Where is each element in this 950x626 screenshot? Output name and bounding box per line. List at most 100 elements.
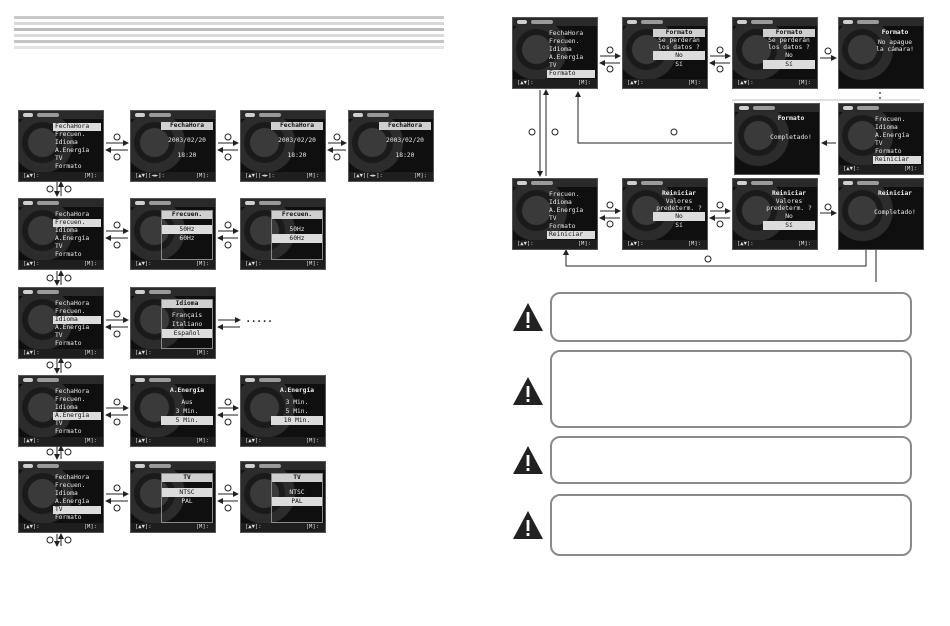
question-line: los datos ? — [658, 44, 700, 51]
option-row: 5 Min. — [161, 416, 213, 425]
menu-item: TV — [55, 420, 63, 427]
warning-note-3 — [512, 436, 912, 484]
bottom-hint: [M]: — [577, 80, 591, 86]
bottom-hint: [▲▼]: — [517, 241, 534, 247]
menu-item: A.Energía — [55, 498, 90, 505]
panel-title: Formato — [777, 115, 805, 122]
menu-item: Formato — [55, 251, 82, 258]
option-row: No — [785, 52, 793, 59]
menu-item: TV — [875, 140, 883, 147]
bottom-hint: [▲▼]: — [245, 438, 262, 444]
menu-item: Idioma — [875, 124, 898, 131]
screen-tv-2: TV NTSC PAL [▲▼]:[M]: — [240, 461, 326, 533]
warning-icon — [513, 303, 543, 331]
menu-item: TV — [53, 506, 101, 514]
bottom-hint: [M]: — [797, 241, 811, 247]
option-row: 50Hz — [289, 226, 305, 233]
question-line: predeterm. ? — [766, 205, 812, 212]
panel-title: FechaHora — [379, 122, 431, 130]
menu-item: A.Energía — [53, 412, 101, 420]
option-row: No — [653, 212, 705, 221]
bottom-hint: [M]: — [305, 261, 319, 267]
panel-title: A.Energía — [279, 387, 315, 394]
panel-title: Formato — [881, 29, 909, 36]
bottom-hint: [▲▼]: — [135, 350, 152, 356]
menu-item: A.Energía — [55, 147, 90, 154]
option-row: NTSC — [162, 488, 212, 497]
screen-reiniciar-confirm-si: Reiniciar Valores predeterm. ? No Sí [▲▼… — [732, 178, 818, 250]
bottom-hint: [M]: — [687, 241, 701, 247]
option-row: 10 Min. — [271, 416, 323, 425]
option-row: PAL — [181, 498, 193, 505]
menu-item: FechaHora — [549, 30, 584, 37]
warning-box — [550, 292, 912, 342]
menu-item: Formato — [55, 514, 82, 521]
screen-reiniciar-confirm-no: Reiniciar Valores predeterm. ? No Sí [▲▼… — [622, 178, 708, 250]
date-value: 2003/02/20 — [386, 137, 424, 144]
menu-item: Formato — [547, 70, 595, 78]
option-row: Sí — [675, 61, 683, 68]
menu-item: Idioma — [55, 490, 78, 497]
option-row: Aus — [181, 399, 193, 406]
bottom-hint: [▲▼][◄►]: — [245, 173, 275, 179]
section-header-bar — [14, 14, 444, 54]
menu-item: Frecuen. — [549, 191, 580, 198]
bottom-hint: [M]: — [305, 438, 319, 444]
screen-fechahora-3: FechaHora 2003/02/20 18:20 [▲▼][◄►]:[M]: — [348, 110, 434, 182]
menu-item: TV — [55, 243, 63, 250]
panel-title: A.Energía — [169, 387, 205, 394]
menu-item: Idioma — [55, 227, 78, 234]
date-value: 2003/02/20 — [168, 137, 206, 144]
bottom-hint: [▲▼]: — [737, 241, 754, 247]
panel-title: Formato — [653, 29, 705, 37]
menu-item: Reiniciar — [873, 156, 921, 164]
menu-item: Formato — [55, 428, 82, 435]
bottom-hint: [▲▼]: — [627, 80, 644, 86]
bottom-hint: [M]: — [797, 80, 811, 86]
screen-menu-reiniciar: Frecuen. Idioma A.Energía TV Formato Rei… — [512, 178, 598, 250]
panel-title: Frecuen. — [272, 211, 322, 219]
warning-note-2 — [512, 350, 912, 428]
menu-item: Frecuen. — [53, 219, 101, 227]
question-line: Se perderán — [768, 37, 810, 44]
bottom-hint: [M]: — [83, 438, 97, 444]
panel-title: FechaHora — [161, 122, 213, 130]
menu-item: TV — [549, 215, 557, 222]
menu-item: TV — [549, 62, 557, 69]
screen-menu-energia: FechaHora Frecuen. Idioma A.Energía TV F… — [18, 375, 104, 447]
bottom-hint: [M]: — [577, 241, 591, 247]
menu-item: Formato — [55, 163, 82, 170]
bottom-hint: [▲▼]: — [517, 80, 534, 86]
question-line: Valores — [665, 198, 693, 205]
bottom-hint: [M]: — [83, 261, 97, 267]
menu-item: Idioma — [53, 316, 101, 324]
menu-item: Reiniciar — [547, 231, 595, 239]
bottom-hint: [M]: — [195, 438, 209, 444]
menu-item: TV — [55, 155, 63, 162]
warning-note-4 — [512, 494, 912, 556]
panel-title: Formato — [763, 29, 815, 37]
bottom-hint: [M]: — [195, 524, 209, 530]
menu-item: Formato — [875, 148, 902, 155]
option-row: No — [653, 51, 705, 60]
screen-menu-formato: FechaHora Frecuen. Idioma A.Energía TV F… — [512, 17, 598, 89]
screen-formato-warning: Formato No apague la cámara! — [838, 17, 924, 89]
option-row: 60Hz — [272, 234, 322, 243]
time-value: 18:20 — [287, 152, 307, 159]
warning-icon — [513, 377, 543, 405]
option-row: Español — [162, 329, 212, 338]
bottom-hint: [M]: — [903, 166, 917, 172]
panel-title: TV — [162, 474, 212, 482]
screen-menu-fechahora: FechaHora Frecuen. Idioma A.Energía TV F… — [18, 110, 104, 182]
option-row: Français — [171, 312, 203, 319]
bottom-hint: [M]: — [305, 524, 319, 530]
bottom-hint: [▲▼]: — [23, 350, 40, 356]
menu-item: Frecuen. — [549, 38, 580, 45]
screen-formato-confirm-si: Formato Se perderán los datos ? No Sí [▲… — [732, 17, 818, 89]
option-row: 60Hz — [179, 235, 195, 242]
bottom-hint: [▲▼][◄►]: — [353, 173, 383, 179]
bottom-hint: [▲▼]: — [737, 80, 754, 86]
menu-item: Idioma — [55, 404, 78, 411]
screen-fechahora-1: FechaHora 2003/02/20 18:20 [▲▼][◄►]:[M]: — [130, 110, 216, 182]
